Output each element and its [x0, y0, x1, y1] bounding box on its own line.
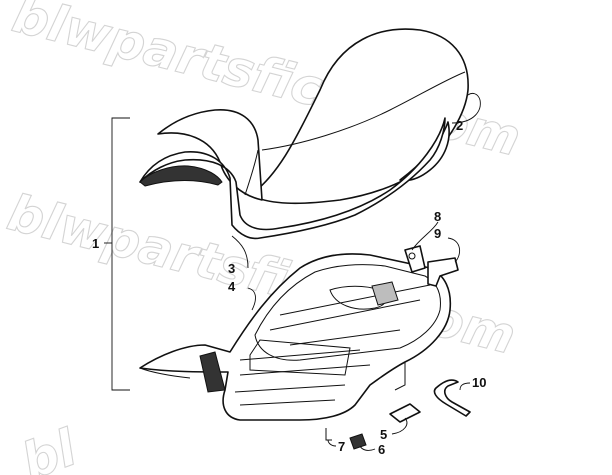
callout-5: 5 [380, 427, 387, 442]
fastener [325, 428, 332, 441]
bracket [389, 403, 421, 423]
leader-7 [327, 439, 337, 447]
callout-3: 3 [228, 261, 235, 276]
callout-6: 6 [378, 442, 385, 457]
callout-10: 10 [472, 375, 486, 390]
callout-bracket-1 [111, 117, 130, 391]
leader-9 [447, 237, 461, 263]
cable-rod [433, 379, 471, 417]
leader-4 [247, 287, 256, 311]
latch-assembly [404, 245, 459, 287]
leader-3 [231, 235, 249, 269]
watermark-bottom: bl [14, 418, 84, 475]
callout-7: 7 [338, 439, 345, 454]
seat-base [139, 253, 452, 421]
callout-8: 8 [434, 209, 441, 224]
callout-4: 4 [228, 279, 236, 294]
seat-cover [157, 28, 469, 205]
leader-6 [359, 445, 376, 451]
leader-2 [451, 92, 481, 124]
bumper [349, 433, 367, 450]
leader-8 [411, 221, 439, 251]
leader-5 [391, 417, 408, 435]
callout-2: 2 [456, 118, 463, 133]
leader-10 [459, 382, 471, 391]
callout-9: 9 [434, 226, 441, 241]
seat-foam [139, 117, 446, 240]
callout-1: 1 [92, 236, 99, 251]
